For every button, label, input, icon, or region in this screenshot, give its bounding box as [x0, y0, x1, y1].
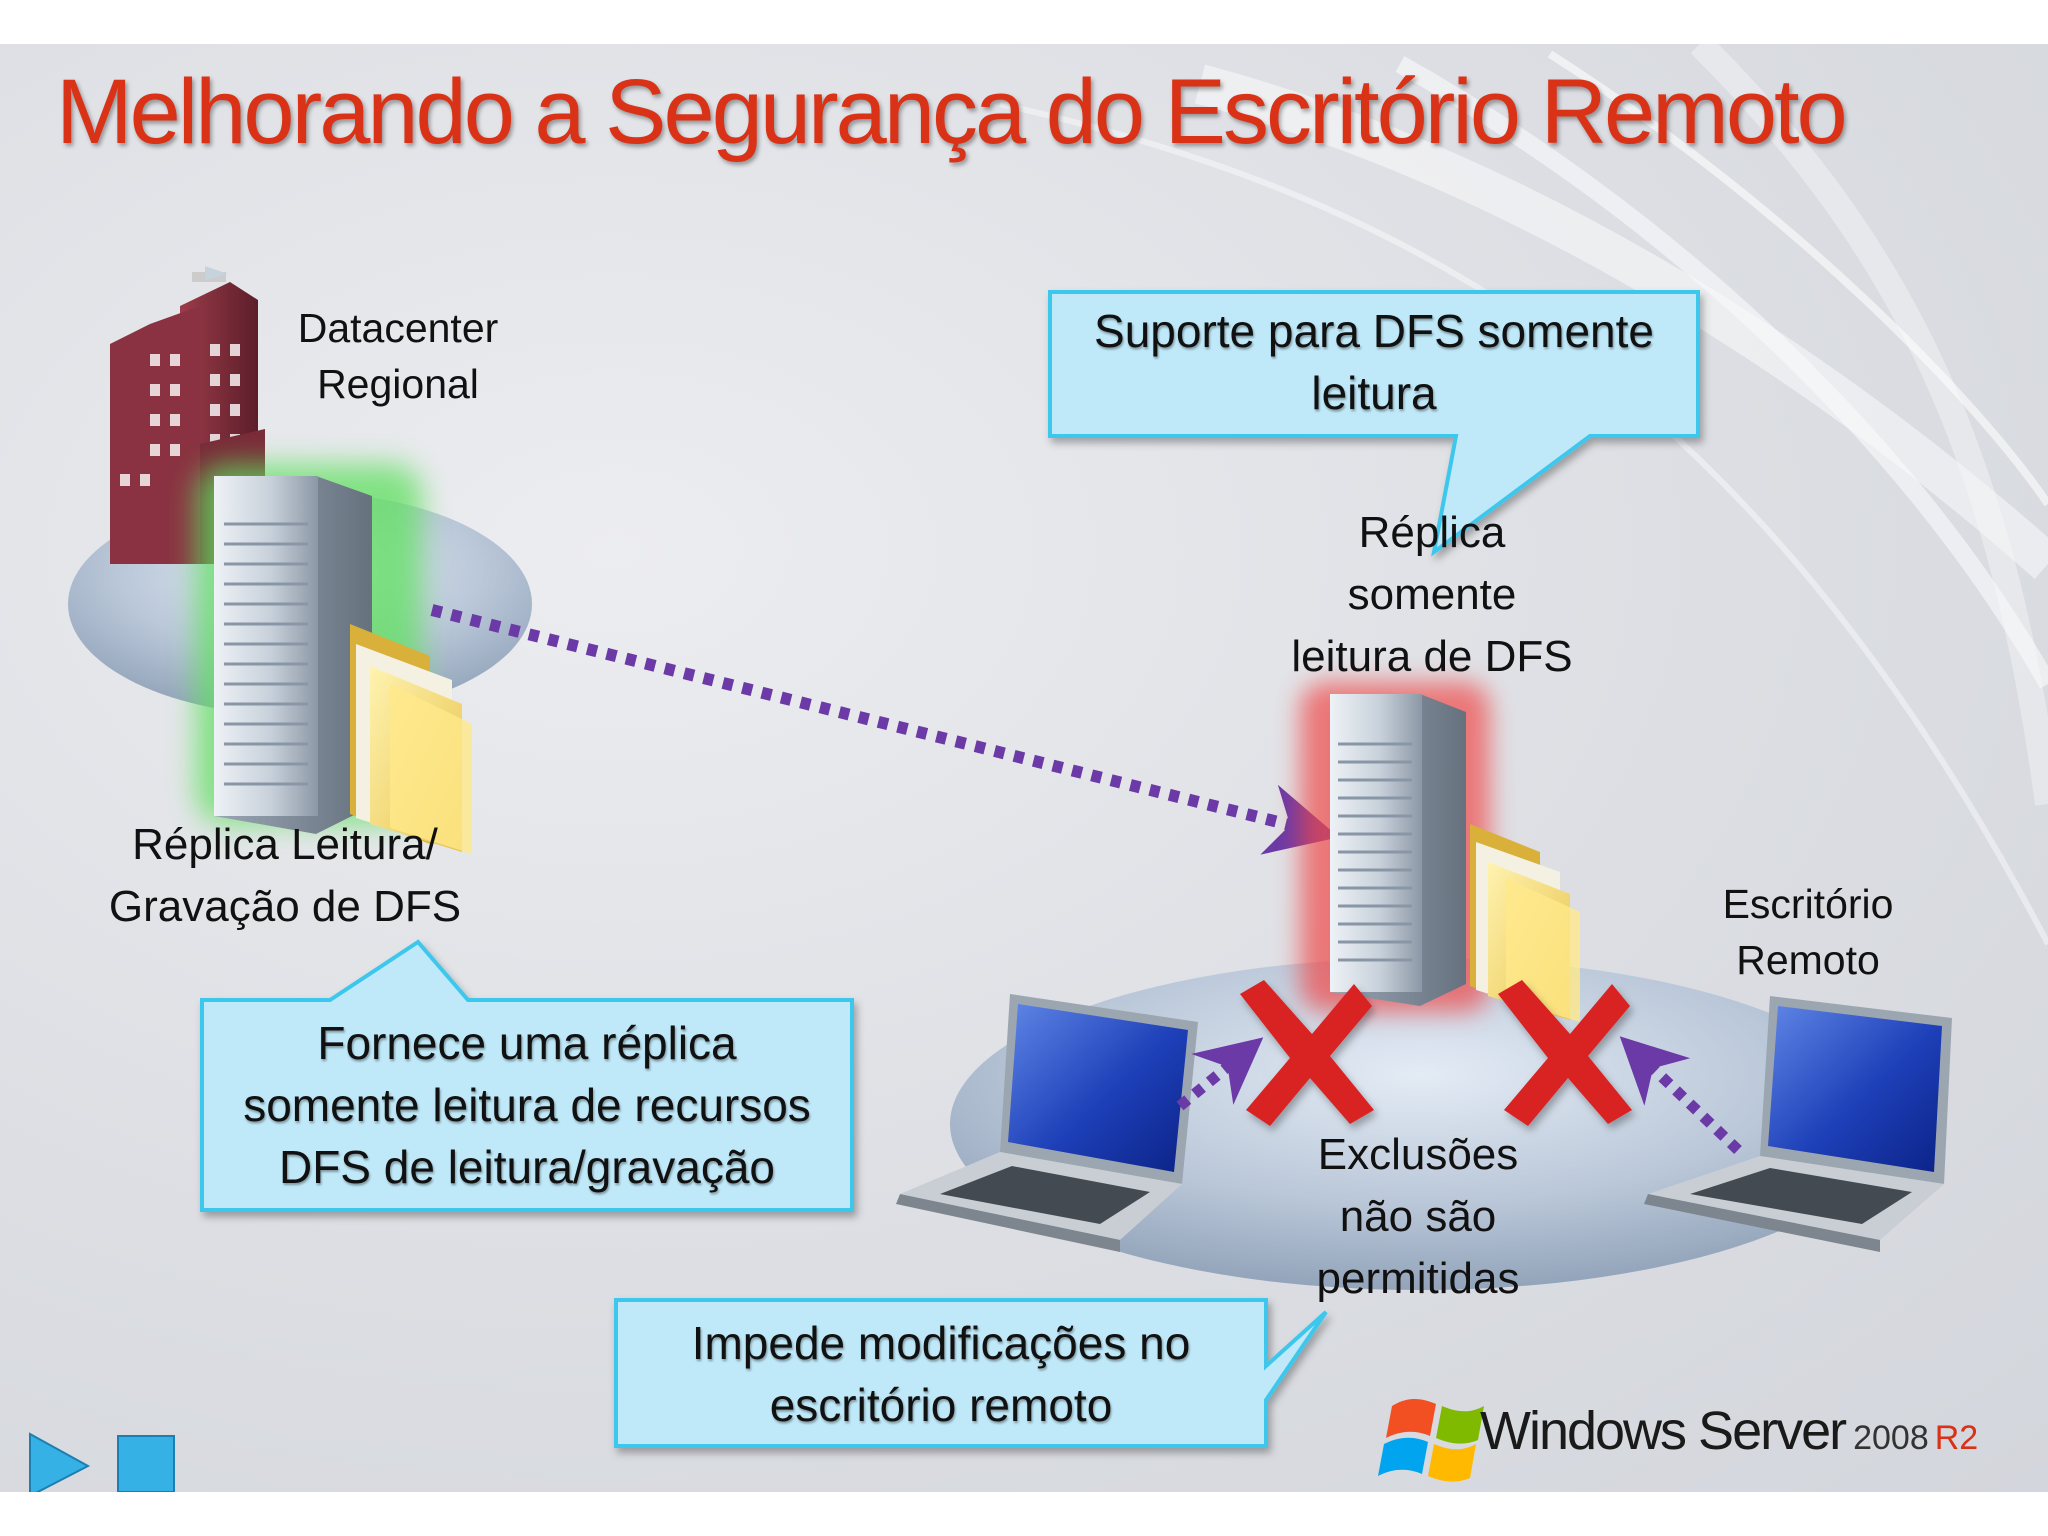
logo-version: 2008 [1853, 1419, 1929, 1457]
logo-release: R2 [1934, 1419, 1979, 1457]
callout-left-shape [200, 939, 854, 1212]
laptop-icon-left [896, 994, 1198, 1252]
laptop-icon-right [1644, 996, 1952, 1252]
remote-office-line2: Remoto [1736, 937, 1880, 983]
callout-top-text: Suporte para DFS somente leitura [1052, 300, 1696, 424]
datacenter-replica-line2: Gravação de DFS [108, 882, 462, 931]
remote-replica-line2: somente [1347, 570, 1517, 619]
callout-top-line1: Suporte para DFS somente [1094, 305, 1654, 357]
remote-office-line1: Escritório [1722, 881, 1894, 927]
folder-icon-datacenter [350, 624, 472, 854]
callout-left-line3: DFS de leitura/gravação [278, 1141, 776, 1193]
folder-icon-remote [1470, 824, 1580, 1022]
remote-replica-line1: Réplica [1358, 508, 1506, 557]
callout-bottom-line2: escritório remoto [769, 1379, 1113, 1431]
callout-left-line2: somente leitura de recursos [243, 1079, 811, 1131]
exclusions-line1: Exclusões [1317, 1130, 1519, 1179]
slide: Melhorando a Segurança do Escritório Rem… [0, 44, 2048, 1492]
exclusions-line2: não são [1339, 1192, 1497, 1241]
slide-title: Melhorando a Segurança do Escritório Rem… [56, 61, 1848, 163]
remote-office-label: Escritório Remoto [1696, 876, 1920, 988]
replication-arrow [430, 604, 1339, 855]
play-icon[interactable] [29, 1432, 91, 1492]
datacenter-replica-label: Réplica Leitura/ Gravação de DFS [60, 814, 510, 938]
callout-bottom-shape [614, 1298, 1328, 1448]
exclusions-label: Exclusões não são permitidas [1238, 1124, 1598, 1310]
diagram-canvas [29, 44, 2048, 1492]
remote-replica-line3: leitura de DFS [1291, 632, 1573, 681]
background-swooshes [999, 44, 2048, 946]
callout-bottom-line1: Impede modificações no [691, 1317, 1191, 1369]
blocked-arrow-right [1619, 1036, 1742, 1154]
callout-left-text: Fornece uma réplica somente leitura de r… [204, 1012, 850, 1198]
datacenter-replica-line1: Réplica Leitura/ [132, 820, 438, 869]
callout-top-line2: leitura [1311, 367, 1437, 419]
datacenter-label: Datacenter Regional [278, 300, 518, 412]
deny-x-icon-right [1498, 980, 1632, 1126]
blocked-arrow-left [1176, 1037, 1264, 1111]
datacenter-label-line2: Regional [317, 361, 479, 407]
server-icon-datacenter [214, 476, 372, 834]
stop-icon[interactable] [117, 1435, 175, 1492]
deny-x-icon-left [1240, 980, 1374, 1126]
windows-flag-icon [1378, 1399, 1484, 1482]
datacenter-label-line1: Datacenter [297, 305, 499, 351]
callout-top-shape [1048, 290, 1700, 557]
remote-replica-label: Réplica somente leitura de DFS [1232, 502, 1632, 688]
exclusions-line3: permitidas [1316, 1254, 1520, 1303]
callout-bottom-text: Impede modificações no escritório remoto [618, 1312, 1264, 1436]
server-icon-remote [1330, 694, 1466, 1006]
callout-left-line1: Fornece uma réplica [317, 1017, 737, 1069]
logo-brand: Windows Server [1480, 1401, 1847, 1461]
